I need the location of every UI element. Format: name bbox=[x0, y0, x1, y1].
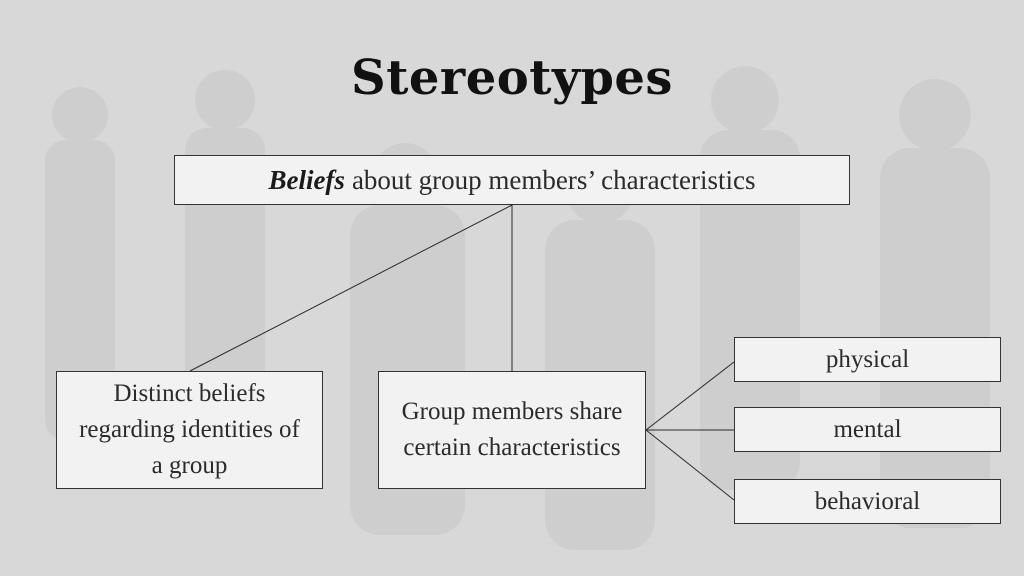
characteristic-text-physical: physical bbox=[825, 345, 910, 373]
child-text-shared-characteristics: Group members share certain characterist… bbox=[401, 398, 623, 461]
characteristic-box-physical: physical bbox=[734, 337, 1001, 382]
slide-title: Stereotypes bbox=[351, 50, 673, 106]
characteristic-box-mental: mental bbox=[734, 407, 1001, 452]
root-text: about group members’ characteristics bbox=[351, 164, 756, 195]
connector-root-left bbox=[189, 204, 513, 372]
connector-center-behavioral bbox=[645, 429, 735, 501]
root-box: Beliefs about group members’ characteris… bbox=[174, 155, 850, 205]
child-box-distinct-beliefs: Distinct beliefs regarding identities of… bbox=[56, 371, 323, 489]
connector-center-physical bbox=[645, 361, 735, 431]
root-bold-word: Beliefs bbox=[268, 164, 345, 195]
child-text-distinct-beliefs: Distinct beliefs regarding identities of… bbox=[79, 380, 300, 479]
characteristic-text-mental: mental bbox=[833, 415, 902, 443]
characteristic-text-behavioral: behavioral bbox=[814, 487, 921, 515]
child-box-shared-characteristics: Group members share certain characterist… bbox=[378, 371, 646, 489]
characteristic-box-behavioral: behavioral bbox=[734, 479, 1001, 524]
